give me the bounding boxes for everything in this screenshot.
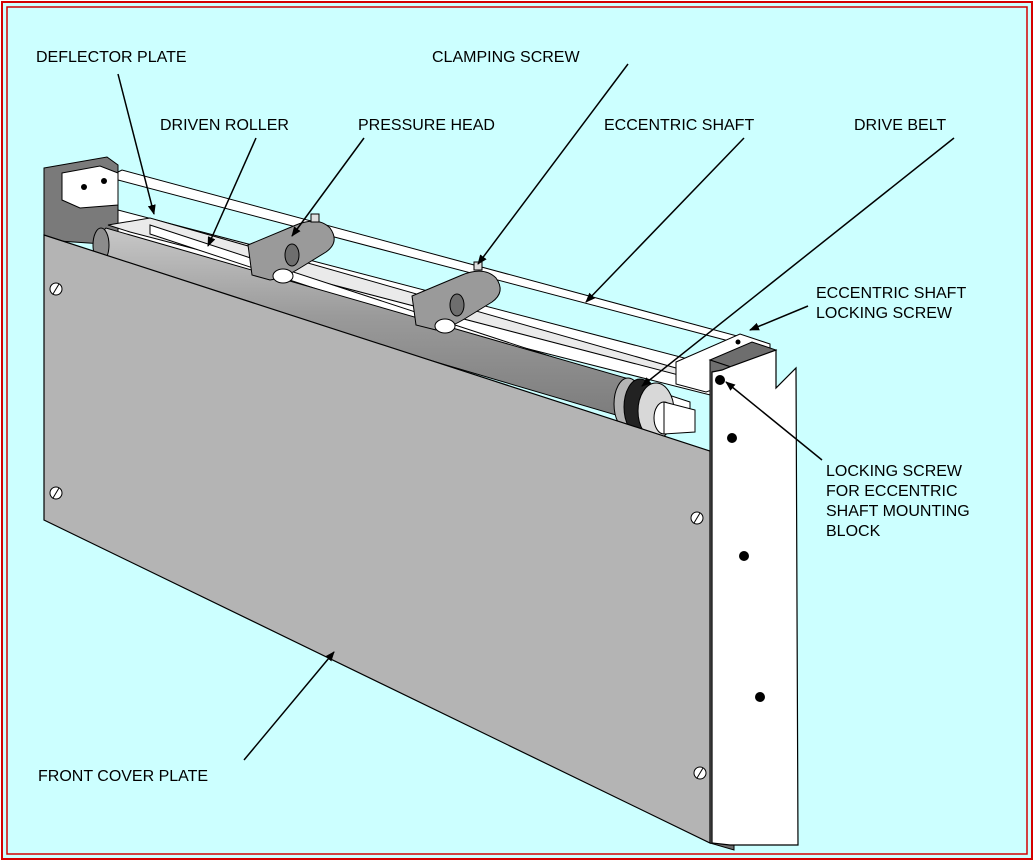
end-plate-hole [739,551,749,561]
cover-plate-screw [693,766,707,780]
end-plate-hole [755,692,765,702]
pressure-head-1 [247,213,335,284]
label-locking-screw-block-line4: BLOCK [826,523,881,540]
left-block-screw [81,184,87,190]
leader-front-cover-plate [243,651,335,761]
right-end-plate [711,349,799,846]
right-block-screw [735,339,741,345]
drive-shaft-stub [663,401,696,435]
label-locking-screw-block-line2: FOR ECCENTRIC [826,483,958,500]
pressure-head-2 [411,261,501,334]
left-block-screw [101,178,107,184]
leader-eccentric-locking-screw [749,305,809,331]
end-plate-hole [715,375,725,385]
leader-pressure-head [291,137,365,237]
inner-border [6,6,1028,855]
label-pressure-head: PRESSURE HEAD [358,117,495,134]
end-plate-hole [727,433,737,443]
label-eccentric-shaft-locking-screw-line2: LOCKING SCREW [816,305,953,322]
label-driven-roller: DRIVEN ROLLER [160,117,289,134]
leader-drive-belt [641,137,955,387]
cover-plate-screw [690,511,704,525]
label-locking-screw-block-line1: LOCKING SCREW [826,463,963,480]
label-drive-belt: DRIVE BELT [854,117,946,134]
cover-plate-screw [49,282,63,296]
label-clamping-screw: CLAMPING SCREW [432,49,580,66]
cover-plate-screw [49,486,63,500]
label-deflector-plate: DEFLECTOR PLATE [36,49,187,66]
leader-eccentric-shaft [585,137,745,303]
leader-deflector-plate [117,73,156,215]
left-mounting-block [61,165,119,209]
leader-clamping-screw [477,63,629,265]
label-locking-screw-block-line3: SHAFT MOUNTING [826,503,970,520]
leader-mounting-block-screw [725,381,823,461]
leader-driven-roller [207,137,257,247]
label-front-cover-plate: FRONT COVER PLATE [38,768,208,785]
label-eccentric-shaft: ECCENTRIC SHAFT [604,117,754,134]
label-eccentric-shaft-locking-screw-line1: ECCENTRIC SHAFT [816,285,966,302]
